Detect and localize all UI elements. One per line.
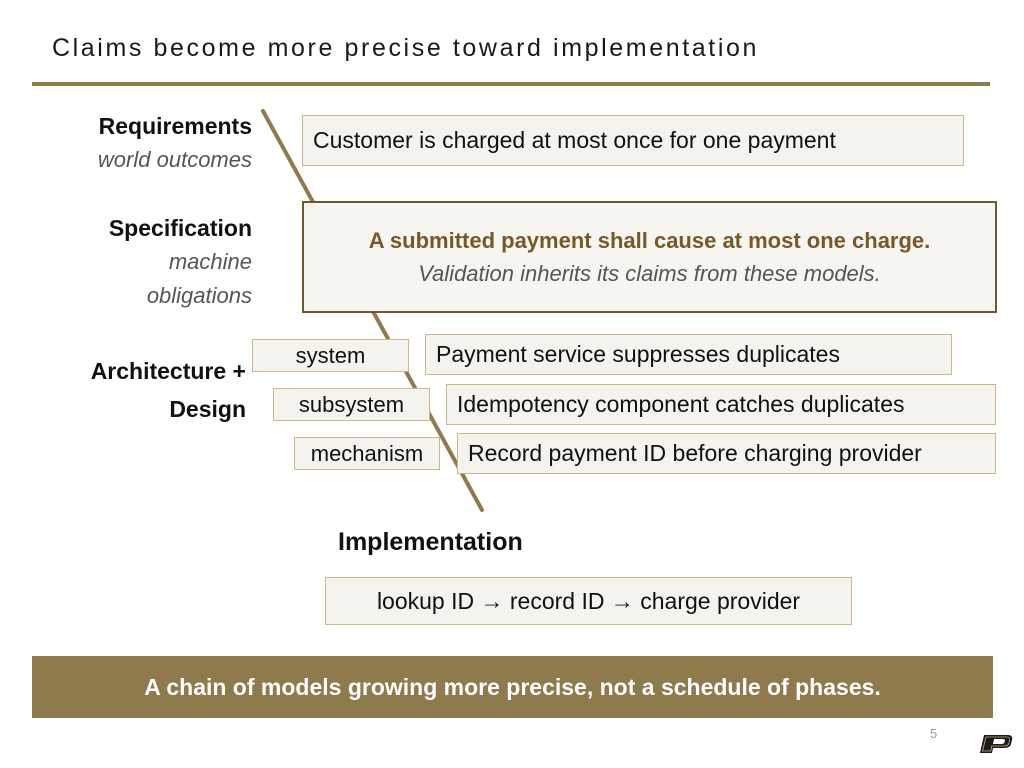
design-claim-mechanism: Record payment ID before charging provid…	[457, 433, 996, 474]
slide-title: Claims become more precise toward implem…	[52, 34, 759, 62]
architecture-design-label: Architecture + Design	[40, 352, 246, 428]
validation-note: Validation inherits its claims from thes…	[418, 261, 881, 286]
architecture-title-line1: Architecture +	[90, 358, 246, 384]
summary-banner-text: A chain of models growing more precise, …	[144, 673, 881, 700]
requirements-label: Requirements world outcomes	[40, 109, 252, 177]
design-claim-text: Idempotency component catches duplicates	[457, 391, 905, 417]
design-claim-text: Payment service suppresses duplicates	[436, 341, 840, 367]
design-claim-subsystem: Idempotency component catches duplicates	[446, 384, 996, 425]
specification-subtitle-line1: machine	[168, 249, 252, 274]
design-tag-system: system	[252, 339, 409, 372]
design-claim-system: Payment service suppresses duplicates	[425, 334, 952, 375]
design-tag-mechanism: mechanism	[294, 437, 440, 470]
design-tag-subsystem: subsystem	[273, 388, 430, 421]
implementation-claim-box: lookup ID → record ID → charge provider	[325, 577, 852, 625]
summary-banner: A chain of models growing more precise, …	[32, 656, 993, 718]
purdue-p-logo-icon	[980, 735, 1013, 753]
requirements-subtitle: world outcomes	[97, 147, 252, 172]
architecture-title-line2: Design	[169, 396, 246, 422]
specification-title: Specification	[108, 215, 252, 241]
requirement-claim-box: Customer is charged at most once for one…	[302, 115, 964, 166]
design-tag-label: system	[295, 342, 366, 368]
specification-subtitle-line2: obligations	[146, 283, 252, 308]
specification-box: A submitted payment shall cause at most …	[302, 201, 997, 313]
requirement-claim-text: Customer is charged at most once for one…	[313, 127, 836, 153]
design-tag-label: mechanism	[310, 440, 424, 466]
specification-label: Specification machine obligations	[40, 211, 252, 313]
page-number: 5	[930, 726, 938, 741]
specification-claim: A submitted payment shall cause at most …	[368, 228, 931, 253]
implementation-label: Implementation	[338, 528, 523, 556]
design-tag-label: subsystem	[298, 391, 405, 417]
implementation-claim-text: lookup ID → record ID → charge provider	[376, 587, 801, 614]
title-rule	[32, 82, 990, 86]
design-claim-text: Record payment ID before charging provid…	[468, 440, 922, 466]
requirements-title: Requirements	[98, 113, 252, 139]
